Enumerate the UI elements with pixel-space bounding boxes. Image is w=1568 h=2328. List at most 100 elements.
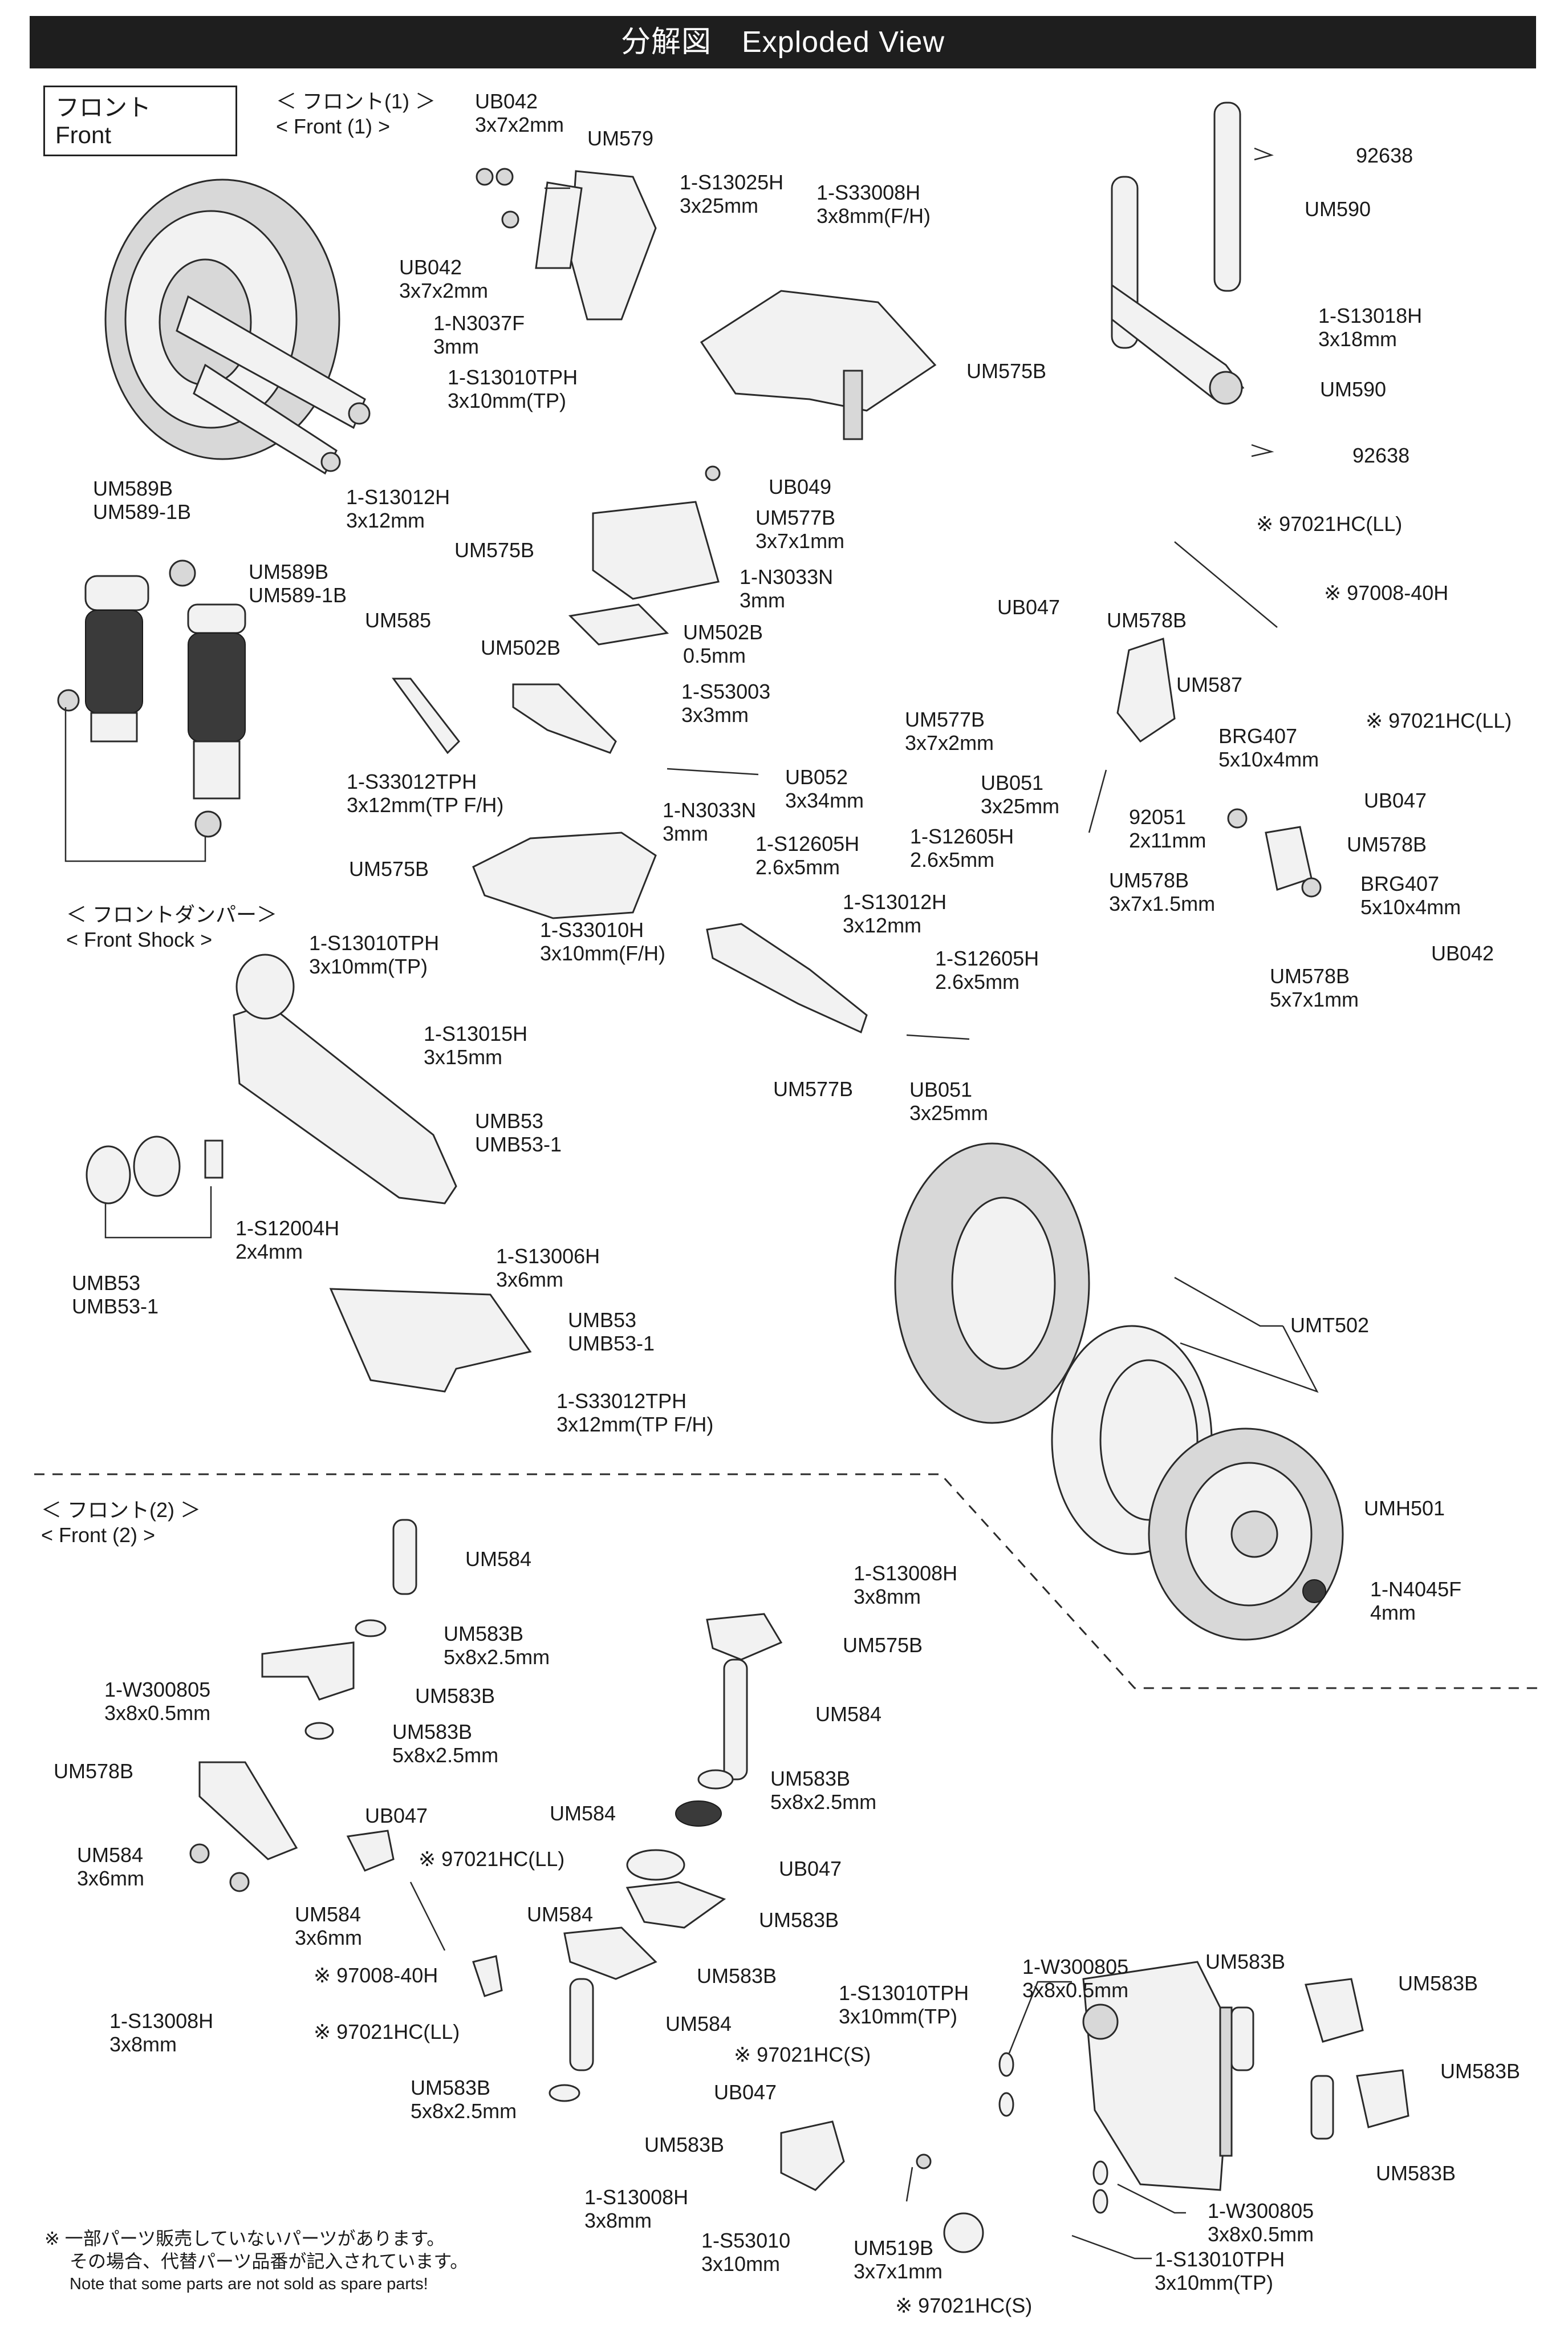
label-um584-e: UM584 [550,1802,616,1825]
label-um583b-l: UM583B [1376,2161,1456,2185]
page-title: 分解図 Exploded View [30,16,1536,68]
label-um583b-f: UM583B [697,1964,777,1988]
label-umh501: UMH501 [1364,1496,1445,1520]
footnote-jp2: その場合、代替パーツ品番が記入されています。 [70,2251,469,2272]
label-umt502: UMT502 [1290,1313,1370,1337]
label-ub042-c: UB042 [1431,942,1494,965]
label-ub047-a: UB047 [997,595,1061,619]
section-box-en: Front [55,121,112,148]
label-um575b-d: UM575B [843,1633,923,1657]
front-wheel-assembly-drawing [104,179,371,475]
label-92638-a: 92638 [1356,144,1413,167]
um577b-lower-arm-drawing [706,923,970,1040]
section-front1-title: ＜ フロント(1) ＞ < Front (1) > [276,89,436,139]
label-um502b-b: UM502B [481,636,561,659]
label-ub047-c: UB047 [365,1804,428,1827]
footnote-jp1: ※ 一部パーツ販売していないパーツがあります。 [44,2228,445,2249]
label-um584-a: UM584 [465,1547,532,1571]
label-um579: UM579 [587,127,654,150]
label-97008-40h-b: ※ 97008-40H [314,1964,438,1987]
section-front2-en: < Front (2) > [41,1523,156,1547]
label-um585: UM585 [365,609,432,632]
label-um578b-a: UM578B [1107,609,1187,632]
label-92638-b: 92638 [1352,444,1410,467]
label-97021hc-s-a: ※ 97021HC(S) [734,2043,871,2066]
umb53-skid-plate-drawing [329,1288,532,1393]
front-tire-wheel-drawing [894,1142,1344,1641]
servo-saver-drawing [780,2120,984,2253]
label-97008-40h-a: ※ 97008-40H [1324,581,1449,605]
label-ub047-e: UB047 [714,2080,777,2104]
um575b-bulkhead-drawing [700,290,937,440]
servo-drawing [998,1961,1409,2260]
label-um575b-c: UM575B [349,857,429,881]
label-um584-g: UM584 [665,2012,732,2035]
um575b-lower-bulkhead-drawing [472,832,657,919]
label-97021hc-ll-a: ※ 97021HC(LL) [1256,512,1403,536]
umb53-bumper-drawing [86,954,457,1239]
footnote-en: Note that some parts are not sold as spa… [70,2275,428,2293]
um579-bracket-drawing [476,168,657,321]
label-ub049: UB049 [769,475,832,498]
um502b-arm-drawing [392,678,759,776]
um578b-knuckle-drawing [1088,541,1322,898]
label-um577b-b: UM577B [773,1077,854,1101]
label-um587: UM587 [1176,673,1243,696]
label-um590-b: UM590 [1320,378,1387,401]
label-um584-d: UM584 [815,1702,882,1726]
label-um583b-j: UM583B [1440,2059,1521,2083]
label-97021hc-ll-d: ※ 97021HC(LL) [314,2020,460,2043]
label-ub047-b: UB047 [1364,789,1427,812]
section-front1-jp: ＜ フロント(1) ＞ [276,90,436,113]
label-um583b-e: UM583B [759,1908,839,1932]
label-um583b-i: UM583B [1398,1972,1478,1995]
label-um578b-e: UM578B [54,1759,134,1783]
front2-steering-drawing [189,1519,783,2102]
label-97021hc-ll-c: ※ 97021HC(LL) [419,1847,565,1871]
